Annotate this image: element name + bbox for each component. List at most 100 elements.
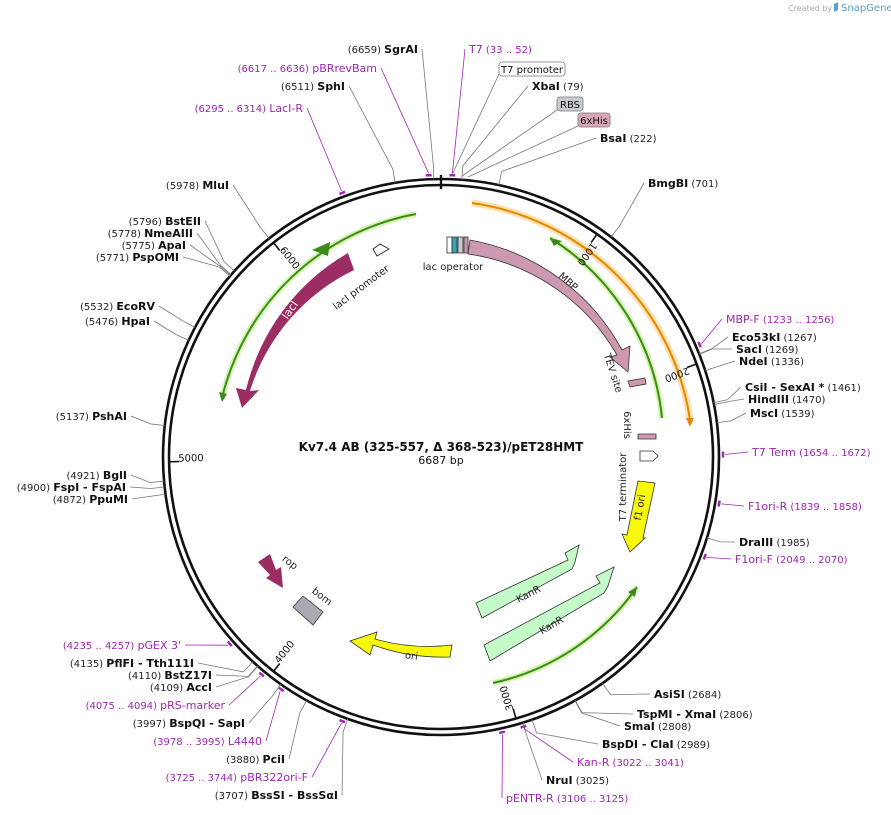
orf-arrowhead-left-2 bbox=[219, 392, 227, 402]
enzyme-site-bspqi-sapi: (3997) BspQI - SapI bbox=[133, 683, 282, 730]
svg-text:HindIII (1470): HindIII (1470) bbox=[748, 393, 825, 406]
enzyme-site-bgli: (4921) BglI bbox=[66, 469, 165, 483]
svg-text:BsaI (222): BsaI (222) bbox=[600, 132, 657, 145]
svg-text:pENTR-R (3106 .. 3125): pENTR-R (3106 .. 3125) bbox=[506, 792, 628, 805]
plasmid-length: 6687 bp bbox=[418, 454, 463, 467]
tick-label: 3000 bbox=[499, 684, 517, 711]
primer-prs-marker: (4075 .. 4094) pRS-marker bbox=[86, 671, 265, 712]
svg-text:(3725 .. 3744) pBR322ori-F: (3725 .. 3744) pBR322ori-F bbox=[166, 771, 308, 784]
feature-laci-promoter: lacI promoter bbox=[331, 243, 392, 313]
enzyme-site-hpai: (5476) HpaI bbox=[85, 315, 189, 341]
orf-arrowhead-orange bbox=[686, 418, 694, 427]
svg-text:(4872) PpuMI: (4872) PpuMI bbox=[53, 493, 128, 506]
enzyme-site-xbai: XbaI (79) bbox=[461, 80, 584, 180]
box-label-rbs: RBS bbox=[560, 100, 580, 111]
svg-text:(4921) BglI: (4921) BglI bbox=[66, 469, 127, 482]
svg-text:T7 Term (1654 .. 1672): T7 Term (1654 .. 1672) bbox=[751, 446, 871, 459]
enzyme-site-saci: SacI (1269) bbox=[699, 343, 798, 356]
box-rbs: RBS bbox=[461, 96, 584, 177]
enzyme-site-bstz17i: (4110) BstZ17I bbox=[128, 665, 258, 682]
primer-f1ori-r: F1ori-R (1839 .. 1858) bbox=[717, 500, 862, 513]
svg-text:(5137) PshAI: (5137) PshAI bbox=[56, 410, 127, 423]
enzyme-site-pcii: (3880) PciI bbox=[226, 700, 307, 766]
primer-pentr-r: pENTR-R (3106 .. 3125) bbox=[498, 730, 628, 805]
svg-text:MscI (1539): MscI (1539) bbox=[750, 407, 815, 420]
orf-arrowhead-left-1 bbox=[312, 242, 330, 256]
orf-arc-right bbox=[549, 237, 663, 419]
svg-text:(4235 .. 4257) pGEX 3': (4235 .. 4257) pGEX 3' bbox=[63, 639, 181, 652]
feature-label-lac-operator: lac operator bbox=[423, 262, 484, 273]
enzyme-layer: (6659) SgrAI (6511) SphI XbaI (79) BsaI (22… bbox=[17, 43, 861, 802]
svg-text:(3978 .. 3995) L4440: (3978 .. 3995) L4440 bbox=[153, 735, 262, 748]
svg-text:MBP-F (1233 .. 1256): MBP-F (1233 .. 1256) bbox=[726, 313, 834, 326]
brand-text: SnapGene bbox=[841, 3, 891, 14]
svg-text:(4900) FspI - FspAI: (4900) FspI - FspAI bbox=[17, 481, 126, 494]
tick-label: 4000 bbox=[273, 639, 297, 666]
orf-arrowhead-right bbox=[550, 238, 562, 246]
enzyme-site-acci: (4109) AccI bbox=[150, 665, 259, 694]
svg-text:(5775) ApaI: (5775) ApaI bbox=[122, 239, 186, 252]
enzyme-site-nmeaiii: (5778) NmeAIII bbox=[108, 227, 232, 275]
svg-text:(4110) BstZ17I: (4110) BstZ17I bbox=[128, 669, 212, 682]
svg-text:BmgBI (701): BmgBI (701) bbox=[648, 177, 718, 190]
svg-text:(4075 .. 4094) pRS-marker: (4075 .. 4094) pRS-marker bbox=[86, 699, 226, 712]
svg-text:Kan-R (3022 .. 3041): Kan-R (3022 .. 3041) bbox=[577, 756, 684, 769]
svg-text:(3997) BspQI - SapI: (3997) BspQI - SapI bbox=[133, 717, 245, 730]
svg-text:(5778) NmeAIII: (5778) NmeAIII bbox=[108, 227, 193, 240]
svg-text:CsiI - SexAI * (1461): CsiI - SexAI * (1461) bbox=[745, 381, 861, 394]
svg-text:Eco53kI (1267): Eco53kI (1267) bbox=[732, 331, 817, 344]
svg-text:(6659) SgrAI: (6659) SgrAI bbox=[348, 43, 418, 56]
svg-text:(6295 .. 6314) LacI-R: (6295 .. 6314) LacI-R bbox=[195, 102, 304, 115]
primer-pbrrevbam: (6617 .. 6636) pBRrevBam bbox=[238, 62, 432, 177]
enzyme-site-bspdi-clai: BspDI - ClaI (2989) bbox=[531, 719, 710, 751]
primer-pgex-3: (4235 .. 4257) pGEX 3' bbox=[63, 639, 233, 652]
feature-label-rop: rop bbox=[280, 554, 300, 573]
svg-text:(3880) PciI: (3880) PciI bbox=[226, 753, 285, 766]
enzyme-site-sphi: (6511) SphI bbox=[281, 80, 396, 183]
svg-text:(5476) HpaI: (5476) HpaI bbox=[85, 315, 150, 328]
svg-text:(3707) BssSI - BssSαI: (3707) BssSI - BssSαI bbox=[215, 789, 338, 802]
feature-t7-terminator: T7 terminator bbox=[618, 450, 659, 523]
svg-text:(5532) EcoRV: (5532) EcoRV bbox=[80, 300, 155, 313]
feature-lac-operator: lac operator bbox=[423, 236, 484, 273]
primer-f1ori-f: F1ori-F (2049 .. 2070) bbox=[702, 553, 848, 566]
primer-t7-term: T7 Term (1654 .. 1672) bbox=[721, 446, 871, 459]
svg-text:SacI (1269): SacI (1269) bbox=[736, 343, 798, 356]
feature-f1-ori: f1 ori bbox=[621, 480, 656, 553]
tick-label: 5000 bbox=[178, 453, 204, 464]
feature-label-f1-ori: f1 ori bbox=[633, 494, 648, 522]
enzyme-site-smai: SmaI (2808) bbox=[574, 700, 691, 733]
tick-mark bbox=[272, 662, 281, 672]
feature-ori: ori bbox=[349, 631, 453, 663]
feature-6xhis: 6xHis bbox=[621, 411, 657, 440]
enzyme-site-fspi-fspai: (4900) FspI - FspAI bbox=[17, 481, 165, 494]
enzyme-site-ppumi: (4872) PpuMI bbox=[53, 493, 166, 506]
tick-mark bbox=[590, 233, 598, 243]
plasmid-name: Kv7.4 AB (325-557, Δ 368-523)/pET28HMT bbox=[299, 440, 585, 454]
tick-mark bbox=[686, 363, 697, 369]
svg-text:(6617 .. 6636) pBRrevBam: (6617 .. 6636) pBRrevBam bbox=[238, 62, 377, 75]
enzyme-site-nrui: NruI (3025) bbox=[522, 722, 609, 787]
enzyme-site-tspmi-xmai: TspMI - XmaI (2806) bbox=[575, 700, 753, 721]
box-6xhis: 6xHis bbox=[467, 112, 611, 178]
enzyme-site-csii-sexai: CsiI - SexAI * (1461) bbox=[713, 381, 861, 403]
tick-label: 6000 bbox=[277, 245, 301, 272]
svg-text:T7 (33 .. 52): T7 (33 .. 52) bbox=[468, 43, 532, 56]
feature-label-t7-terminator: T7 terminator bbox=[618, 452, 629, 523]
svg-text:(4109) AccI: (4109) AccI bbox=[150, 681, 212, 694]
box-label-t7-promoter: T7 promoter bbox=[500, 65, 564, 76]
feature-bom: bom bbox=[292, 586, 334, 626]
tick-mark bbox=[272, 242, 281, 252]
svg-text:NruI (3025): NruI (3025) bbox=[546, 774, 609, 787]
svg-text:XbaI (79): XbaI (79) bbox=[532, 80, 584, 93]
primer-kan-r: Kan-R (3022 .. 3041) bbox=[520, 724, 684, 769]
svg-text:F1ori-F (2049 .. 2070): F1ori-F (2049 .. 2070) bbox=[735, 553, 848, 566]
svg-text:NdeI (1336): NdeI (1336) bbox=[739, 355, 804, 368]
svg-text:BspDI - ClaI (2989): BspDI - ClaI (2989) bbox=[602, 738, 710, 751]
enzyme-site-ndei: NdeI (1336) bbox=[705, 355, 804, 372]
enzyme-site-pspomi: (5771) PspOMI bbox=[96, 251, 231, 277]
enzyme-site-hindiii: HindIII (1470) bbox=[713, 393, 825, 406]
svg-text:DraIII (1985): DraIII (1985) bbox=[739, 536, 810, 549]
svg-text:(4135) PflFI - Tth111I: (4135) PflFI - Tth111I bbox=[70, 657, 194, 670]
